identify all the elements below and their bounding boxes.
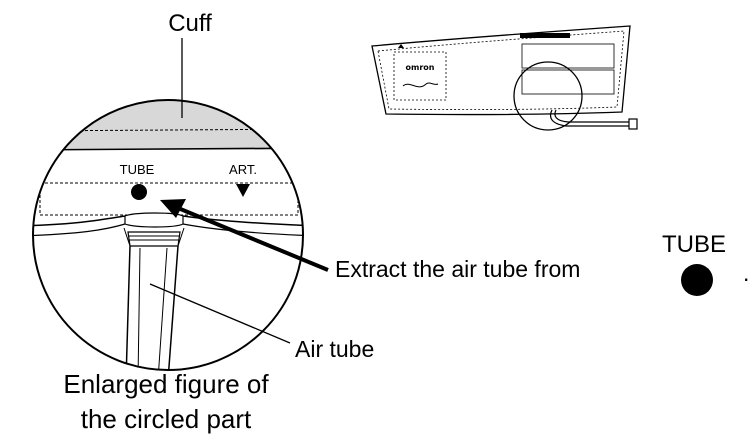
instruction-arrow [160,199,329,272]
tube-marker-dot [131,184,147,200]
instruction-tube-label: TUBE [662,231,726,258]
instruction-text: Extract the air tube from [335,256,580,282]
cuff-label-panel [393,51,447,101]
art-marker-label: ART. [229,162,257,177]
cuff-label: Cuff [168,10,212,37]
tube-marker-label: TUBE [120,162,155,177]
caption-line-1: Enlarged figure of [63,369,269,399]
instruction-period: . [743,260,749,286]
range-bar [520,33,570,38]
overview-tube [549,109,630,127]
cuff-band [33,100,303,150]
instruction-tube-dot [681,264,713,296]
cuff-overview: omron [371,25,638,131]
zoom-circle [513,61,583,131]
air-tube-label: Air tube [295,336,374,362]
art-marker-triangle [236,184,250,197]
caption-line-2: the circled part [81,404,252,434]
enlarged-view: TUBE ART. [32,99,304,371]
magnifier-circle [32,99,304,371]
tube-connector [628,118,638,130]
air-tube-leader [149,283,291,344]
brand-logo: omron [406,63,435,72]
cuff-icon [402,82,439,88]
